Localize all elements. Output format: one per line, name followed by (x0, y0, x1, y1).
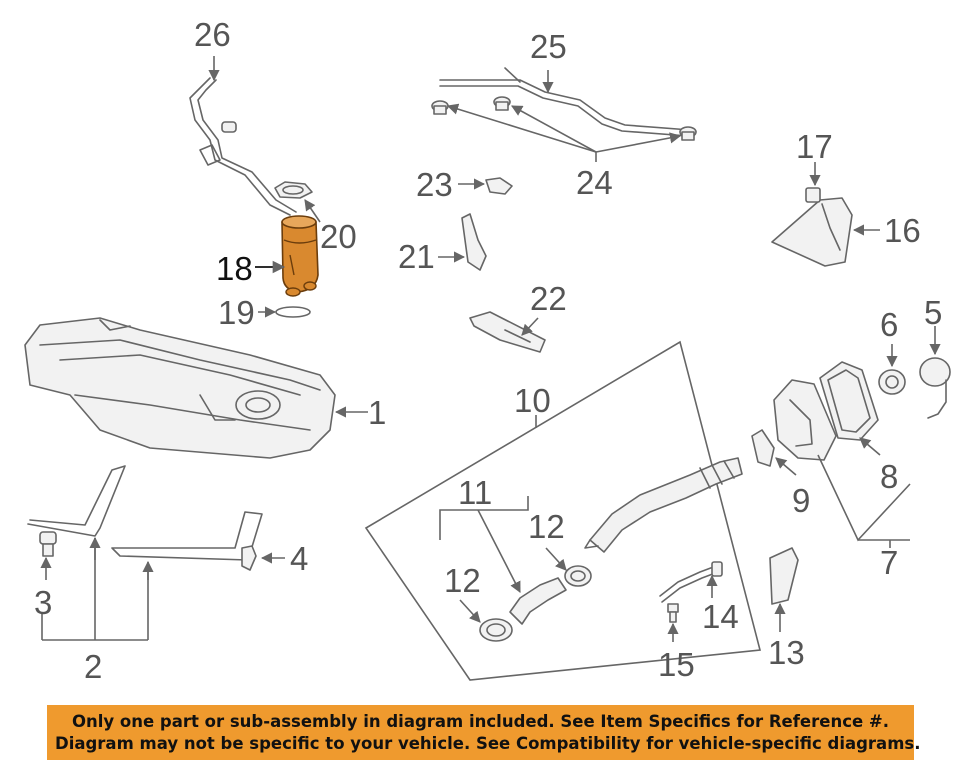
bracket-22 (469, 311, 546, 353)
seal-6 (878, 369, 906, 395)
bolt-3 (39, 531, 57, 557)
bolt-15 (667, 603, 679, 623)
filler-pipe-group-box (364, 340, 762, 681)
callout-7: 7 (880, 544, 898, 581)
callout-11: 11 (458, 474, 492, 511)
callout-1: 1 (368, 394, 386, 431)
bracket-21 (461, 213, 487, 271)
filler-pipe (584, 457, 743, 553)
clamp-12b (564, 565, 592, 587)
callout-16: 16 (884, 212, 921, 249)
shield-13 (769, 547, 799, 605)
callout-21: 21 (398, 238, 435, 275)
callout-9: 9 (792, 482, 810, 519)
hose-11 (509, 577, 567, 625)
callout-20: 20 (320, 218, 357, 255)
callout-18: 18 (216, 250, 253, 287)
callout-23: 23 (416, 166, 453, 203)
lock-ring-20 (274, 181, 313, 199)
parts-diagram: 1 2 3 4 5 6 7 8 9 10 11 12 12 13 14 15 1… (24, 16, 951, 685)
callout-15: 15 (658, 646, 695, 683)
fuel-pump-module (189, 77, 319, 297)
callout-3: 3 (34, 584, 52, 621)
disclaimer-line-2: Diagram may not be specific to your vehi… (55, 734, 921, 753)
callout-12-lower: 12 (444, 562, 481, 599)
callout-22: 22 (530, 280, 567, 317)
callout-19: 19 (218, 294, 255, 331)
vapor-line-25 (431, 67, 697, 141)
callout-13: 13 (768, 634, 805, 671)
callout-5: 5 (924, 294, 942, 331)
fuel-tank (24, 317, 336, 459)
callout-10: 10 (514, 382, 551, 419)
callout-25: 25 (530, 28, 567, 65)
callout-24: 24 (576, 164, 613, 201)
disclaimer-banner: Only one part or sub-assembly in diagram… (47, 705, 921, 760)
tank-straps (27, 465, 263, 561)
clip-23 (485, 177, 513, 195)
heat-shield-16 (771, 197, 853, 267)
callout-14: 14 (702, 598, 739, 635)
callout-6: 6 (880, 306, 898, 343)
clamp-12a (479, 618, 513, 642)
nut-4 (241, 545, 257, 571)
callout-12-upper: 12 (528, 508, 565, 545)
callout-26: 26 (194, 16, 231, 53)
filler-housing (751, 361, 879, 467)
fuel-cap-5 (919, 357, 951, 419)
callout-4: 4 (290, 540, 308, 577)
insulator-17 (805, 187, 821, 203)
callout-17: 17 (796, 128, 833, 165)
callout-8: 8 (880, 458, 898, 495)
callout-2: 2 (84, 648, 102, 685)
o-ring-19 (275, 306, 311, 318)
disclaimer-line-1: Only one part or sub-assembly in diagram… (71, 712, 890, 731)
